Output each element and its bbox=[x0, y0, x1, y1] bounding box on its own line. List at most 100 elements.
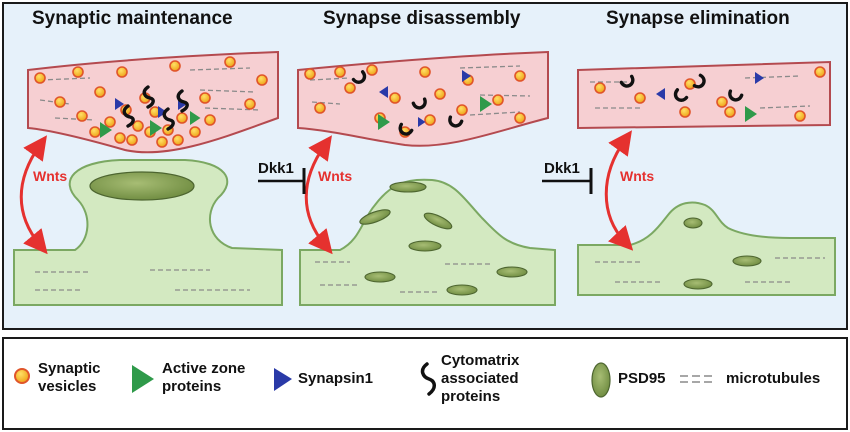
postsynaptic-spine-3 bbox=[577, 201, 836, 296]
synapsin1 bbox=[462, 70, 471, 82]
synapsin1 bbox=[755, 72, 764, 84]
synapsin1 bbox=[418, 117, 426, 127]
synapsin1 bbox=[379, 86, 388, 98]
legend-synapsin: Synapsin1 bbox=[298, 370, 374, 387]
active-zone-protein bbox=[745, 106, 757, 122]
legend-vesicle-icon bbox=[14, 368, 30, 384]
cytomatrix-protein bbox=[162, 107, 175, 131]
synaptic-vesicle bbox=[634, 92, 646, 104]
synaptic-vesicle bbox=[72, 66, 84, 78]
wnts-label-2: Wnts bbox=[318, 168, 353, 184]
cytomatrix-protein bbox=[728, 89, 744, 102]
wnts-arrow-1 bbox=[19, 135, 48, 255]
synaptic-vesicle bbox=[594, 82, 606, 94]
wnts-arrow-3 bbox=[604, 130, 634, 251]
title-elimination: Synapse elimination bbox=[606, 8, 790, 29]
synaptic-vesicle bbox=[224, 56, 236, 68]
cytomatrix-protein bbox=[351, 70, 367, 84]
dkk1-label-1: Dkk1 bbox=[258, 160, 294, 177]
microtubules-2 bbox=[309, 65, 531, 116]
synaptic-vesicle bbox=[199, 92, 211, 104]
active-zone-protein bbox=[480, 96, 492, 112]
legend-active-zone: Active zone proteins bbox=[162, 360, 246, 395]
synaptic-vesicle bbox=[794, 110, 806, 122]
synaptic-vesicle bbox=[104, 116, 116, 128]
elimination-scene bbox=[542, 60, 836, 296]
synaptic-vesicle bbox=[156, 136, 168, 148]
microtubules-3 bbox=[590, 75, 811, 109]
legend-synaptic-vesicles: Synaptic vesicles bbox=[38, 360, 101, 395]
synaptic-vesicle bbox=[366, 64, 378, 76]
synaptic-vesicle bbox=[89, 126, 101, 138]
cytomatrix-protein bbox=[176, 89, 189, 113]
synaptic-vesicle bbox=[716, 96, 728, 108]
synaptic-vesicle bbox=[34, 72, 46, 84]
synaptic-vesicle bbox=[679, 106, 691, 118]
synaptic-vesicle bbox=[304, 68, 316, 80]
synaptic-vesicle bbox=[492, 94, 504, 106]
synaptic-vesicle bbox=[126, 134, 138, 146]
synaptic-vesicle bbox=[724, 106, 736, 118]
cytomatrix-protein bbox=[673, 88, 689, 102]
legend-active-zone-icon bbox=[132, 365, 154, 393]
cytomatrix-protein bbox=[692, 73, 706, 89]
legend-cytomatrix-icon bbox=[420, 362, 436, 396]
synaptic-vesicle bbox=[389, 92, 401, 104]
synaptic-vesicle bbox=[132, 120, 144, 132]
synaptic-vesicle bbox=[419, 66, 431, 78]
cytomatrix-protein bbox=[411, 97, 427, 110]
synaptic-vesicle bbox=[434, 88, 446, 100]
psd95-fragments-3 bbox=[683, 217, 762, 290]
title-maintenance: Synaptic maintenance bbox=[32, 8, 233, 29]
synaptic-vesicle bbox=[172, 134, 184, 146]
microtubules-post-2 bbox=[315, 261, 490, 293]
microtubules-post-1 bbox=[35, 269, 250, 291]
dkk1-label-2: Dkk1 bbox=[544, 160, 580, 177]
synaptic-vesicle bbox=[424, 114, 436, 126]
synaptic-vesicle bbox=[114, 132, 126, 144]
synaptic-vesicle bbox=[314, 102, 326, 114]
synaptic-vesicle bbox=[116, 66, 128, 78]
synaptic-vesicle bbox=[244, 98, 256, 110]
synapsin1 bbox=[656, 88, 665, 100]
psd95-1 bbox=[89, 171, 195, 201]
legend-psd95-icon bbox=[591, 362, 611, 398]
legend-microtubules: microtubules bbox=[726, 370, 821, 387]
legend-psd95: PSD95 bbox=[618, 370, 666, 387]
cytomatrix-protein bbox=[619, 74, 635, 88]
synaptic-vesicle bbox=[76, 110, 88, 122]
synaptic-vesicle bbox=[684, 78, 696, 90]
synaptic-vesicle bbox=[169, 60, 181, 72]
cytomatrix-protein bbox=[122, 104, 135, 128]
psd95-fragments-2 bbox=[359, 181, 528, 296]
legend-cytomatrix: Cytomatrix associated proteins bbox=[441, 352, 520, 405]
synaptic-vesicle bbox=[334, 66, 346, 78]
title-disassembly: Synapse disassembly bbox=[323, 8, 521, 29]
synaptic-vesicle bbox=[176, 112, 188, 124]
microtubules-post-3 bbox=[595, 257, 825, 283]
wnts-label-1: Wnts bbox=[33, 168, 68, 184]
synaptic-vesicle bbox=[94, 86, 106, 98]
synaptic-vesicle bbox=[256, 74, 268, 86]
cytomatrix-protein bbox=[142, 85, 155, 109]
legend-synapsin-icon bbox=[274, 368, 292, 391]
postsynaptic-spine-1 bbox=[13, 159, 283, 306]
active-zone-protein bbox=[100, 122, 112, 138]
legend-symbols bbox=[14, 362, 715, 398]
wnts-label-3: Wnts bbox=[620, 168, 655, 184]
synapsin1 bbox=[158, 106, 167, 118]
active-zone-protein bbox=[150, 120, 162, 136]
synaptic-vesicle bbox=[514, 70, 526, 82]
synapsin1 bbox=[115, 98, 124, 110]
synaptic-vesicle bbox=[189, 126, 201, 138]
synaptic-vesicle bbox=[204, 114, 216, 126]
legend-panel bbox=[2, 337, 848, 430]
synaptic-particles bbox=[34, 56, 826, 148]
synaptic-vesicle bbox=[344, 82, 356, 94]
synaptic-vesicle bbox=[814, 66, 826, 78]
wnts-arrow-2 bbox=[304, 135, 333, 255]
active-zone-protein bbox=[190, 111, 201, 125]
synaptic-vesicle bbox=[456, 104, 468, 116]
